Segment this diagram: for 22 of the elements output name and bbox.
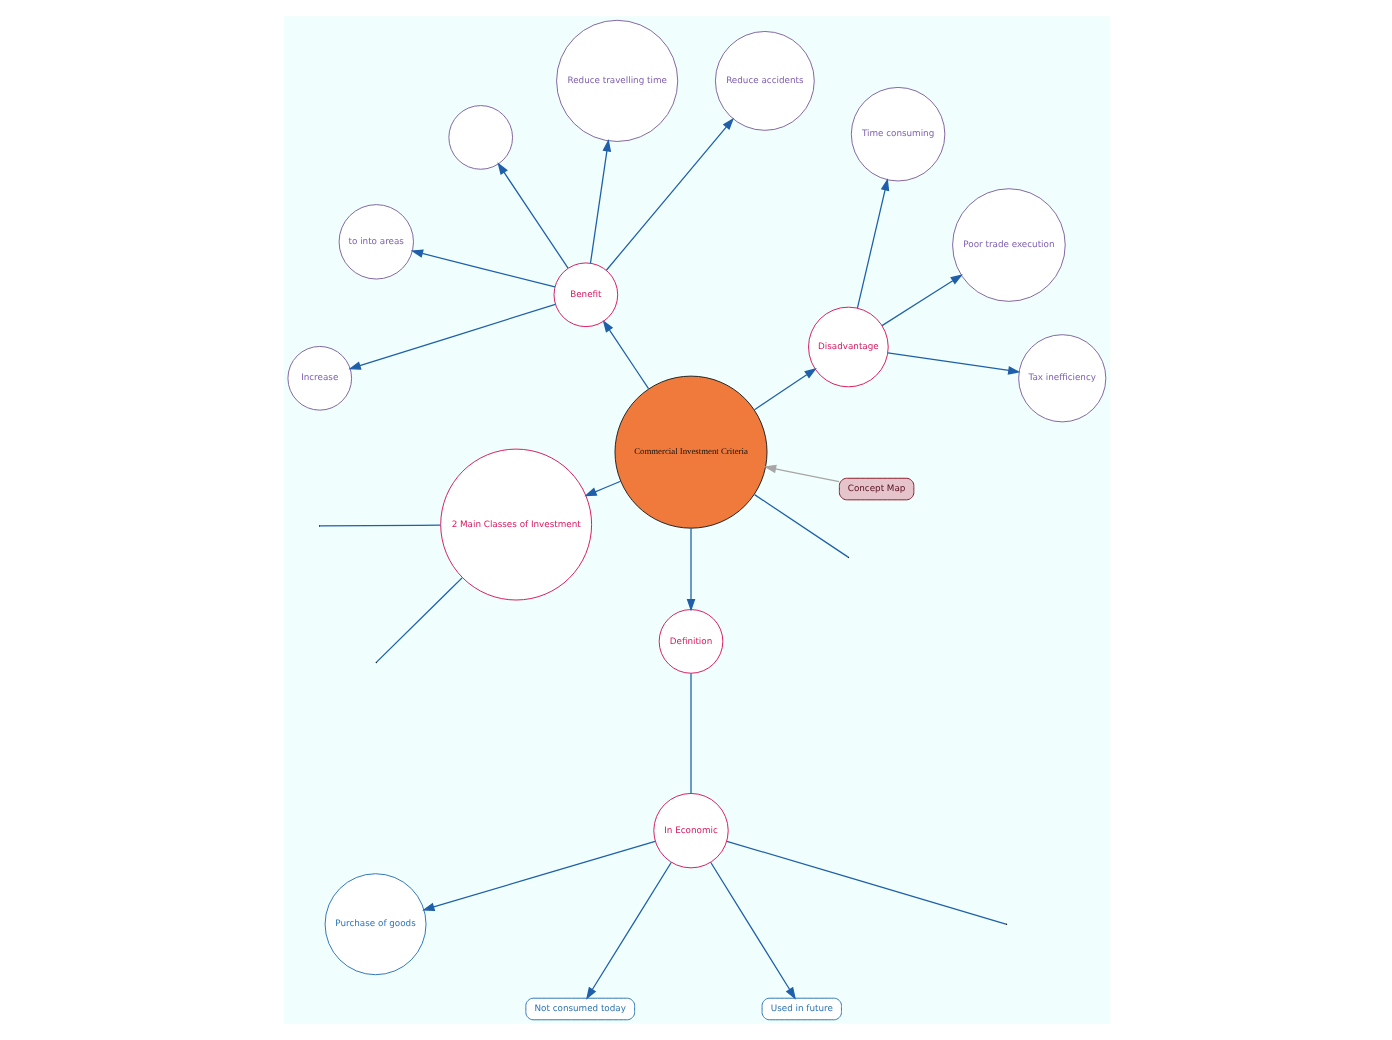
arrow: [588, 139, 611, 264]
arrow: [421, 840, 655, 911]
connector: [725, 840, 1006, 925]
arrow: [886, 352, 1020, 375]
arrow: [855, 178, 889, 309]
arrow: [604, 117, 734, 271]
arrow: [762, 464, 839, 483]
arrow: [409, 249, 555, 288]
arrow: [496, 162, 568, 269]
node-circle: [447, 105, 513, 170]
arrow: [601, 320, 649, 390]
connector: [318, 524, 441, 527]
connector: [375, 577, 462, 663]
arrow: [585, 861, 671, 1000]
arrow: [685, 527, 695, 612]
arrow: [347, 303, 555, 370]
connector: [689, 672, 691, 794]
arrow: [880, 274, 962, 327]
arrow: [752, 368, 816, 411]
arrow: [709, 861, 795, 1000]
connector: [752, 493, 848, 558]
arrow: [583, 480, 621, 497]
